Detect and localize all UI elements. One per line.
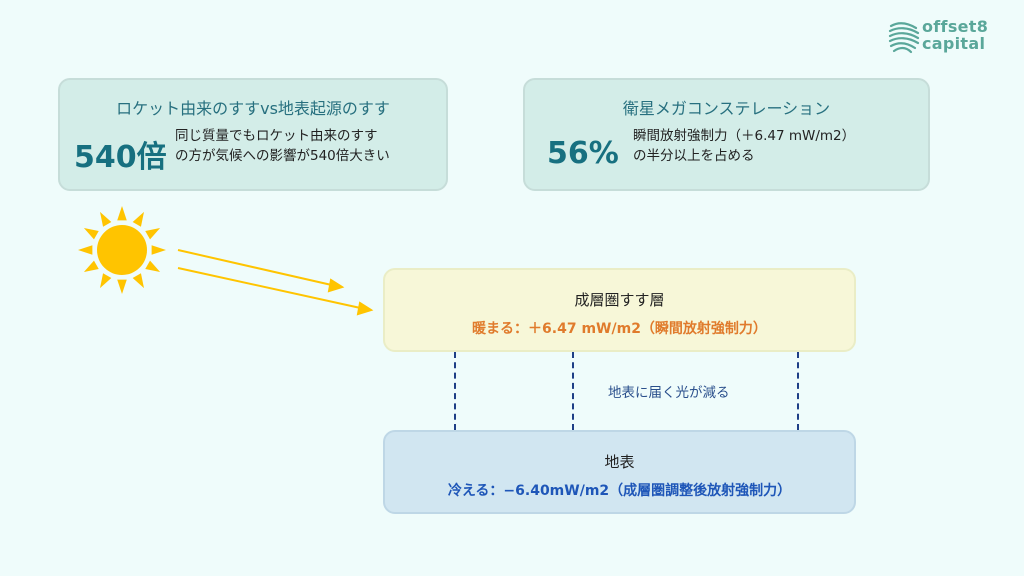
sun-ray xyxy=(145,228,161,240)
brand-logo: offset8 capital xyxy=(888,18,1008,62)
layer-title: 地表 xyxy=(604,453,635,471)
sun-ray xyxy=(117,206,127,221)
brand-name-line1: offset8 xyxy=(922,17,989,36)
stratosphere-soot-layer-box: 成層圏すす層 暖まる：＋6.47 mW/m2（瞬間放射強制力） xyxy=(383,268,856,352)
sun-ray xyxy=(78,245,93,255)
sun-ray xyxy=(100,273,112,289)
dashed-connector-middle xyxy=(572,352,574,430)
dashed-connector-left xyxy=(454,352,456,430)
sun-ray xyxy=(117,279,127,294)
stat-description-line2: の方が気候への影響が540倍大きい xyxy=(175,148,390,164)
sun-ray xyxy=(83,260,99,272)
layer-title: 成層圏すす層 xyxy=(574,291,665,309)
sun-ray xyxy=(145,260,161,272)
sun-ray xyxy=(151,245,166,255)
dashed-connector-right xyxy=(797,352,799,430)
brand-name-line2: capital xyxy=(922,34,986,53)
stat-description: 同じ質量でもロケット由来のすす の方が気候への影響が540倍大きい xyxy=(175,126,390,166)
sun-ray xyxy=(100,211,112,227)
stat-description: 瞬間放射強制力（＋6.47 mW/m2） の半分以上を占める xyxy=(633,126,855,166)
sun-ray xyxy=(83,228,99,240)
light-reduction-label: 地表に届く光が減る xyxy=(608,385,730,401)
wave-lines-logo-icon xyxy=(888,22,920,54)
sun-ray xyxy=(132,273,144,289)
stat-description-line1: 瞬間放射強制力（＋6.47 mW/m2） xyxy=(633,128,856,144)
cooling-value: 冷える：−6.40mW/m2（成層圏調整後放射強制力） xyxy=(447,483,792,499)
brand-name: offset8 capital xyxy=(922,18,988,52)
card-title: 衛星メガコンステレーション xyxy=(622,99,831,118)
big-stat-value: 56% xyxy=(547,136,619,171)
sunlight-ray-arrows xyxy=(177,249,374,316)
rocket-soot-comparison-card: ロケット由来のすすvs地表起源のすす 540倍 同じ質量でもロケット由来のすす … xyxy=(58,78,448,191)
sun-icon xyxy=(78,206,166,294)
mega-constellation-card: 衛星メガコンステレーション 56% 瞬間放射強制力（＋6.47 mW/m2） の… xyxy=(523,78,930,191)
sun-ray xyxy=(132,211,144,227)
ground-surface-box: 地表 冷える：−6.40mW/m2（成層圏調整後放射強制力） xyxy=(383,430,856,514)
stat-description-line2: の半分以上を占める xyxy=(633,148,755,164)
card-title: ロケット由来のすすvs地表起源のすす xyxy=(116,99,390,118)
stat-description-line1: 同じ質量でもロケット由来のすす xyxy=(175,128,378,144)
warming-value: 暖まる：＋6.47 mW/m2（瞬間放射強制力） xyxy=(472,321,767,337)
big-stat-value: 540倍 xyxy=(74,140,167,175)
